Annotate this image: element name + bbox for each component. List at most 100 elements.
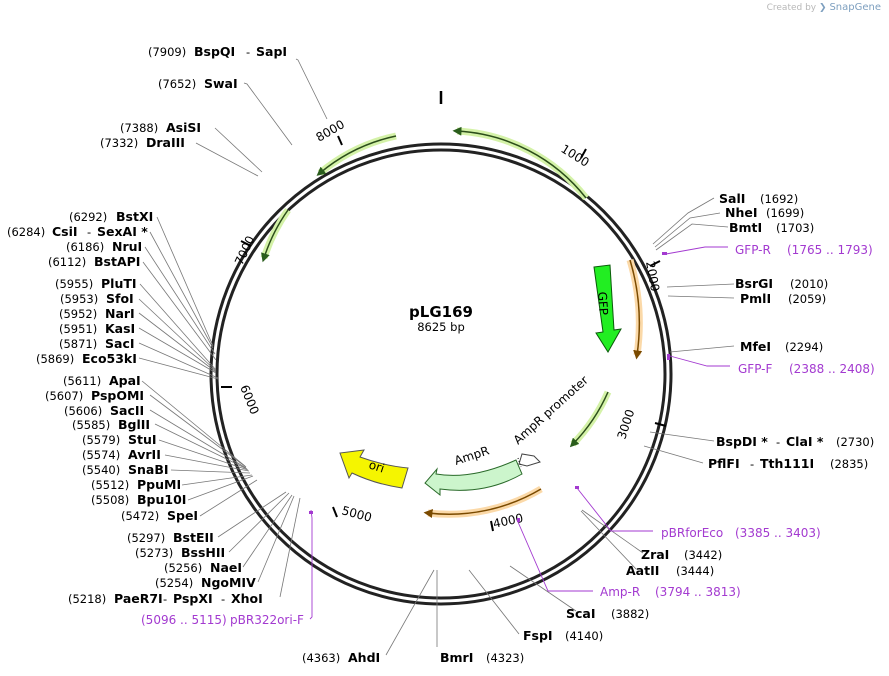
site-draiii[interactable]: DraIII <box>146 135 185 150</box>
site-mfei-pos: (2294) <box>785 340 823 354</box>
site-dash-5: - <box>163 592 167 606</box>
site-nari[interactable]: NarI <box>105 306 135 321</box>
site-naei-pos: (5256) <box>164 561 202 575</box>
ori-label: ori <box>367 458 386 476</box>
site-sfoi-pos: (5953) <box>60 292 98 306</box>
plasmid-name: pLG169 <box>409 303 473 321</box>
primer-gfp-f[interactable]: GFP-F <box>738 362 773 376</box>
primer-pbrforeco-range: (3385 .. 3403) <box>735 526 821 540</box>
site-fspi-pos: (4140) <box>565 629 603 643</box>
plasmid-size: 8625 bp <box>417 320 465 334</box>
site-aatii-pos: (3444) <box>676 564 714 578</box>
site-zrai-pos: (3442) <box>684 548 722 562</box>
primer-gfp-r[interactable]: GFP-R <box>735 243 771 257</box>
site-connectors <box>138 58 735 656</box>
snapgene-credit: Created by ❯ SnapGene <box>767 2 881 13</box>
site-clai-pos: (2730) <box>836 435 874 449</box>
ori-feature-arrow[interactable] <box>339 449 409 489</box>
site-bstxi-pos: (6292) <box>69 210 107 224</box>
primer-amp-r-range: (3794 .. 3813) <box>655 585 741 599</box>
primer-pbr322ori-f[interactable]: pBR322ori-F <box>230 613 304 627</box>
site-pflfi[interactable]: PflFI <box>708 456 740 471</box>
right-primer-labels: GFP-R (1765 .. 1793) GFP-F (2388 .. 2408… <box>661 243 875 540</box>
site-pluti-pos: (5955) <box>55 277 93 291</box>
site-bspqi[interactable]: BspQI <box>194 44 235 59</box>
site-bmti-pos: (1703) <box>776 221 814 235</box>
gfp-feature-arrow[interactable] <box>593 264 622 353</box>
site-bglii[interactable]: BglII <box>118 417 150 432</box>
site-scai[interactable]: ScaI <box>566 606 596 621</box>
site-saci[interactable]: SacI <box>105 336 135 351</box>
site-snabi-pos: (5540) <box>82 463 120 477</box>
site-ppumi[interactable]: PpuMI <box>137 477 181 492</box>
site-dash-6: - <box>221 592 225 606</box>
ampr-label: AmpR <box>453 443 491 467</box>
site-pspxi[interactable]: PspXI <box>173 591 213 606</box>
site-csii-pos: (6284) <box>7 225 45 239</box>
site-swai-pos: (7652) <box>158 77 196 91</box>
site-bspdi[interactable]: BspDI * <box>716 434 768 449</box>
primer-pbrforeco[interactable]: pBRforEco <box>661 526 723 540</box>
site-paer7i-pos: (5218) <box>68 592 106 606</box>
site-ahdi-pos: (4363) <box>302 651 340 665</box>
site-sapi[interactable]: SapI <box>256 44 287 59</box>
tick-label-2000: 2000 <box>643 260 662 293</box>
site-fspi[interactable]: FspI <box>523 628 553 643</box>
site-sali[interactable]: SalI <box>719 191 745 206</box>
site-ngomiv-pos: (5254) <box>155 576 193 590</box>
site-snabi[interactable]: SnaBI <box>128 462 169 477</box>
site-bmti[interactable]: BmtI <box>729 220 762 235</box>
site-swai[interactable]: SwaI <box>204 76 238 91</box>
site-zrai[interactable]: ZraI <box>641 547 669 562</box>
site-bmri[interactable]: BmrI <box>440 650 473 665</box>
site-pspomi[interactable]: PspOMI <box>91 388 144 403</box>
tick-label-5000: 5000 <box>340 503 373 524</box>
site-xhoi[interactable]: XhoI <box>231 591 263 606</box>
site-naei[interactable]: NaeI <box>210 560 242 575</box>
site-asisi[interactable]: AsiSI <box>166 120 201 135</box>
site-apai[interactable]: ApaI <box>109 373 141 388</box>
site-ppumi-pos: (5512) <box>91 478 129 492</box>
site-bsteii[interactable]: BstEII <box>173 530 214 545</box>
site-bpu10i[interactable]: Bpu10I <box>137 492 186 507</box>
site-bsshii[interactable]: BssHII <box>181 545 225 560</box>
site-ngomiv[interactable]: NgoMIV <box>201 575 256 590</box>
tick-label-3000: 3000 <box>615 408 638 441</box>
translation-arcs <box>260 126 612 448</box>
left-site-labels: (6292) BstXI (6284) CsiI - SexAI * (6186… <box>7 209 304 627</box>
site-bstxi[interactable]: BstXI <box>116 209 153 224</box>
site-nhei[interactable]: NheI <box>725 205 758 220</box>
site-sfoi[interactable]: SfoI <box>106 291 134 306</box>
site-avrii-pos: (5574) <box>82 448 120 462</box>
site-pmli-pos: (2059) <box>788 292 826 306</box>
site-sali-pos: (1692) <box>760 192 798 206</box>
primer-pbr322ori-f-range: (5096 .. 5115) <box>141 613 227 627</box>
site-aatii[interactable]: AatII <box>626 563 659 578</box>
site-sacii[interactable]: SacII <box>110 403 144 418</box>
site-tth111i[interactable]: Tth111I <box>760 456 814 471</box>
site-dash-4: - <box>87 225 91 239</box>
tick-marks <box>221 135 667 532</box>
ampr-promoter-arrow[interactable] <box>518 453 541 467</box>
site-eco53ki[interactable]: Eco53kI <box>82 351 137 366</box>
site-pmli[interactable]: PmlI <box>740 291 771 306</box>
site-nrui[interactable]: NruI <box>112 239 142 254</box>
site-stui[interactable]: StuI <box>128 432 157 447</box>
site-pluti[interactable]: PluTI <box>101 276 137 291</box>
site-avrii[interactable]: AvrII <box>128 447 161 462</box>
site-bstapi[interactable]: BstAPI <box>94 254 140 269</box>
site-sexai[interactable]: SexAI * <box>97 224 148 239</box>
primer-amp-r[interactable]: Amp-R <box>600 585 640 599</box>
site-clai[interactable]: ClaI * <box>786 434 824 449</box>
ampr-feature-arrow[interactable] <box>424 459 523 497</box>
site-paer7i[interactable]: PaeR7I <box>114 591 163 606</box>
site-spei[interactable]: SpeI <box>167 508 198 523</box>
site-ahdi[interactable]: AhdI <box>348 650 380 665</box>
site-csii[interactable]: CsiI <box>52 224 78 239</box>
site-mfei[interactable]: MfeI <box>740 339 771 354</box>
site-kasi[interactable]: KasI <box>105 321 135 336</box>
site-dash-3: - <box>246 45 250 59</box>
site-dash-2: - <box>750 457 754 471</box>
site-bsrgi[interactable]: BsrGI <box>735 276 773 291</box>
site-stui-pos: (5579) <box>82 433 120 447</box>
